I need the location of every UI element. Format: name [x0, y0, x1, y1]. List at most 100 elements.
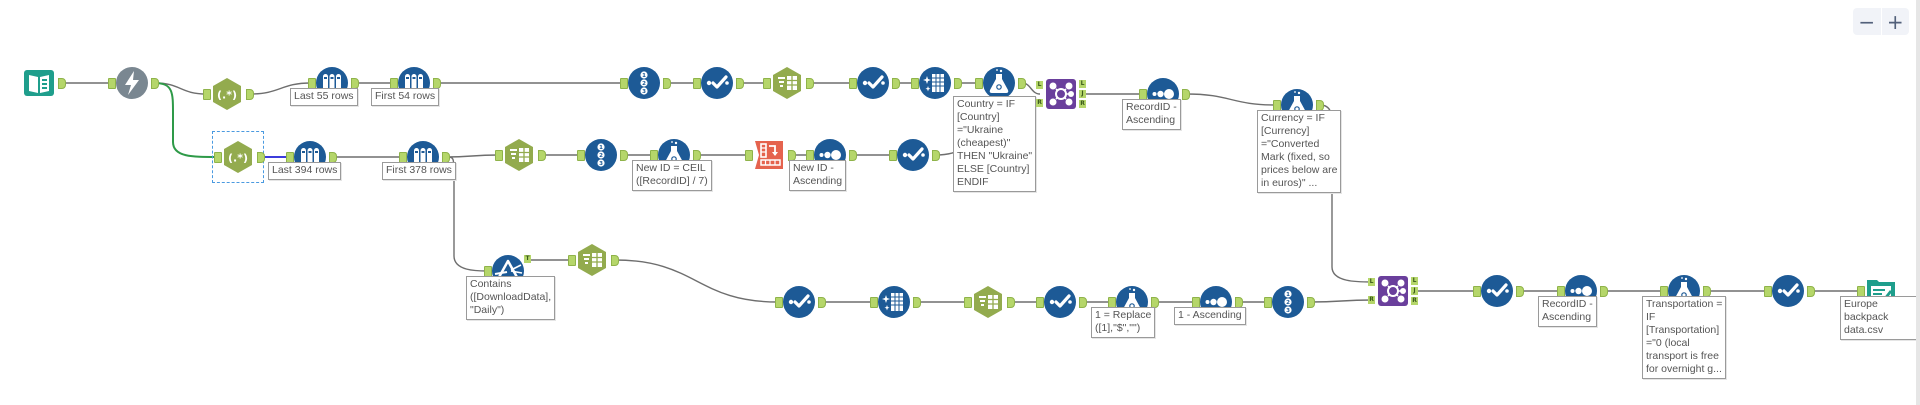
output-anchor[interactable]: [1807, 286, 1815, 297]
wire-sample4-to-filter1[interactable]: [445, 156, 488, 272]
output-anchor-true[interactable]: T: [524, 255, 531, 263]
output-anchor[interactable]: [1007, 297, 1015, 308]
input-anchor[interactable]: [1036, 297, 1044, 308]
output-anchor[interactable]: [913, 297, 921, 308]
input-anchor[interactable]: [911, 78, 919, 89]
output-anchor[interactable]: [892, 78, 900, 89]
output-anchor[interactable]: [151, 78, 159, 89]
input-anchor[interactable]: [693, 78, 701, 89]
input-anchor[interactable]: [964, 297, 972, 308]
output-anchor[interactable]: [1516, 286, 1524, 297]
input-anchor[interactable]: [870, 297, 878, 308]
output-anchor[interactable]: [818, 297, 826, 308]
input-anchor[interactable]: [849, 78, 857, 89]
select-check-icon: [1771, 274, 1805, 308]
input-anchor[interactable]: [1473, 286, 1481, 297]
output-anchor-join[interactable]: J: [1411, 287, 1418, 295]
output-anchor[interactable]: [1079, 297, 1087, 308]
tool-join[interactable]: [1044, 77, 1078, 111]
output-anchor[interactable]: [663, 78, 671, 89]
tool-annotation: Transportation = IF [Transportation] ="0…: [1642, 296, 1727, 379]
input-anchor[interactable]: [1264, 297, 1272, 308]
input-anchor[interactable]: [495, 150, 503, 161]
output-anchor[interactable]: [932, 150, 940, 161]
output-anchor[interactable]: [246, 89, 254, 100]
input-anchor[interactable]: [763, 78, 771, 89]
output-anchor[interactable]: [611, 255, 619, 266]
input-anchor[interactable]: [214, 152, 222, 163]
input-anchor[interactable]: [745, 150, 753, 161]
output-anchor[interactable]: [1600, 286, 1608, 297]
tool-text-to-columns[interactable]: [502, 138, 536, 172]
output-anchor-left[interactable]: L: [1079, 80, 1086, 88]
wire-sort1-to-formula2[interactable]: [1185, 93, 1277, 106]
wire-regex1-to-sample1[interactable]: [249, 82, 312, 95]
zoom-out-button[interactable]: −: [1853, 8, 1882, 35]
output-anchor[interactable]: [58, 78, 66, 89]
tool-select[interactable]: [1771, 274, 1805, 308]
output-anchor[interactable]: [1018, 78, 1026, 89]
output-anchor-right[interactable]: R: [1079, 100, 1086, 108]
tool-text-to-columns[interactable]: [770, 66, 804, 100]
input-anchor[interactable]: [620, 78, 628, 89]
input-anchor[interactable]: [577, 150, 585, 161]
input-anchor[interactable]: [568, 255, 576, 266]
tool-select[interactable]: [782, 285, 816, 319]
tool-cross-tab[interactable]: [752, 138, 786, 172]
tool-annotation: RecordID - Ascending: [1538, 296, 1597, 327]
tool-annotation: Last 55 rows: [290, 88, 358, 106]
tool-select[interactable]: [896, 138, 930, 172]
tool-select[interactable]: [700, 66, 734, 100]
tool-join[interactable]: [1376, 274, 1410, 308]
output-anchor[interactable]: [806, 78, 814, 89]
wire-sample4-to-text2col2[interactable]: [445, 154, 499, 158]
input-anchor[interactable]: [108, 78, 116, 89]
zoom-in-button[interactable]: +: [1886, 9, 1904, 34]
output-anchor[interactable]: [538, 150, 546, 161]
tool-text-to-columns[interactable]: [575, 243, 609, 277]
tool-text-to-columns[interactable]: [971, 285, 1005, 319]
output-anchor[interactable]: [849, 150, 857, 161]
tool-regex[interactable]: (.*): [221, 140, 255, 174]
output-anchor-right[interactable]: R: [1411, 297, 1418, 305]
input-anchor[interactable]: [1764, 286, 1772, 297]
output-anchor-join[interactable]: J: [1079, 90, 1086, 98]
tool-data-cleansing[interactable]: [918, 66, 952, 100]
svg-text:3: 3: [1286, 308, 1290, 314]
input-anchor[interactable]: [889, 150, 897, 161]
output-anchor[interactable]: [1182, 89, 1190, 100]
output-anchor[interactable]: [257, 152, 265, 163]
output-anchor[interactable]: [954, 78, 962, 89]
select-check-icon: [700, 66, 734, 100]
output-anchor[interactable]: [736, 78, 744, 89]
wire-formula2-to-join2[interactable]: [1319, 104, 1373, 283]
output-anchor-left[interactable]: L: [1411, 277, 1418, 285]
input-anchor[interactable]: [203, 89, 211, 100]
output-anchor[interactable]: [1307, 297, 1315, 308]
tool-regex[interactable]: (.*): [210, 77, 244, 111]
input-anchor[interactable]: [975, 78, 983, 89]
tool-input-data[interactable]: [22, 66, 56, 100]
tool-select[interactable]: [1043, 285, 1077, 319]
text-to-columns-icon: [770, 66, 804, 100]
crosstab-icon: [752, 138, 786, 172]
input-anchor[interactable]: [775, 297, 783, 308]
tool-dynamic-input[interactable]: [115, 66, 149, 100]
wire-dynamic-to-regex2[interactable]: [154, 82, 218, 158]
tool-formula[interactable]: [982, 66, 1016, 100]
input-anchor-left[interactable]: L: [1036, 81, 1043, 89]
zoom-controls: − +: [1853, 8, 1909, 35]
wire-recid3-to-join2[interactable]: [1310, 299, 1373, 303]
input-anchor-right[interactable]: R: [1368, 296, 1375, 304]
tool-select[interactable]: [856, 66, 890, 100]
input-anchor-left[interactable]: L: [1368, 278, 1375, 286]
wire-text2col3-to-select4[interactable]: [614, 259, 779, 303]
output-anchor[interactable]: [620, 150, 628, 161]
input-anchor-right[interactable]: R: [1036, 99, 1043, 107]
tool-data-cleansing[interactable]: [877, 285, 911, 319]
tool-select[interactable]: [1480, 274, 1514, 308]
